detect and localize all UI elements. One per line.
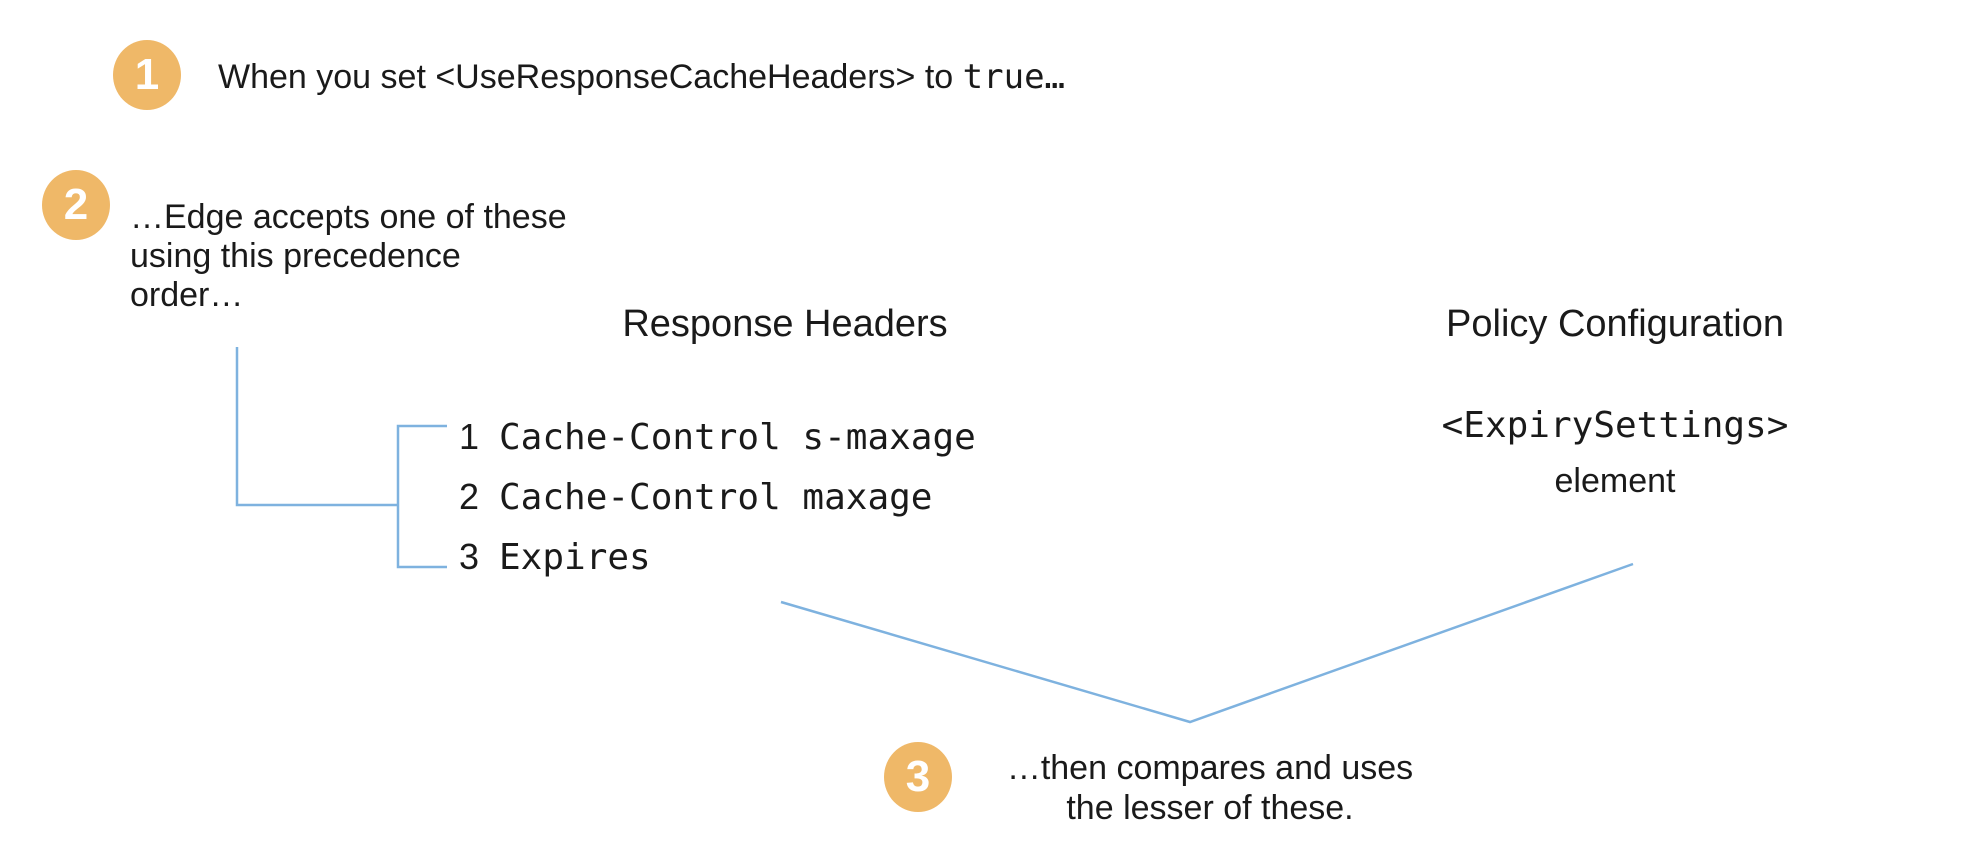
step-2-number: 2	[63, 180, 89, 229]
step-1-text: When you set <UseResponseCacheHeaders> t…	[218, 58, 1065, 97]
step-1-badge: 1	[113, 40, 181, 110]
step-1-code-true: true…	[962, 57, 1066, 97]
step-1-text-before: When you set <UseResponseCacheHeaders> t…	[218, 58, 963, 96]
step-3-text: …then compares and uses the lesser of th…	[960, 748, 1460, 828]
expiry-settings-caption: element	[1554, 462, 1676, 500]
precedence-item-2-rank: 2	[458, 476, 480, 517]
precedence-item-1: 1 Cache-Control s-maxage	[455, 407, 976, 467]
policy-configuration-title: Policy Configuration	[1446, 303, 1784, 345]
precedence-item-2: 2 Cache-Control maxage	[455, 467, 976, 527]
step-3-badge: 3	[884, 742, 952, 812]
step-2-elbow-connector-line	[235, 347, 398, 507]
precedence-list: 1 Cache-Control s-maxage 2 Cache-Control…	[455, 407, 976, 587]
step-3-number: 3	[905, 752, 931, 801]
step-2-text: …Edge accepts one of these using this pr…	[130, 198, 567, 315]
precedence-item-3: 3 Expires	[455, 527, 976, 587]
precedence-item-1-value: Cache-Control s-maxage	[499, 416, 976, 458]
step-2-badge: 2	[42, 170, 110, 240]
comparison-v-connector-line	[780, 562, 1634, 724]
expiry-settings-code: <ExpirySettings>	[1441, 405, 1789, 446]
precedence-item-3-value: Expires	[499, 536, 651, 578]
step-3-line-1: …then compares and uses	[1006, 749, 1414, 787]
step-2-line-1: …Edge accepts one of these	[130, 198, 567, 236]
precedence-item-2-value: Cache-Control maxage	[499, 476, 933, 518]
step-2-line-3: order…	[130, 276, 244, 314]
precedence-item-1-rank: 1	[458, 416, 480, 457]
precedence-list-bracket	[396, 424, 447, 569]
step-3-line-2: the lesser of these.	[1066, 789, 1354, 827]
response-headers-title: Response Headers	[622, 303, 948, 345]
precedence-item-3-rank: 3	[458, 536, 480, 577]
step-1-number: 1	[134, 50, 160, 99]
step-2-line-2: using this precedence	[130, 237, 461, 275]
